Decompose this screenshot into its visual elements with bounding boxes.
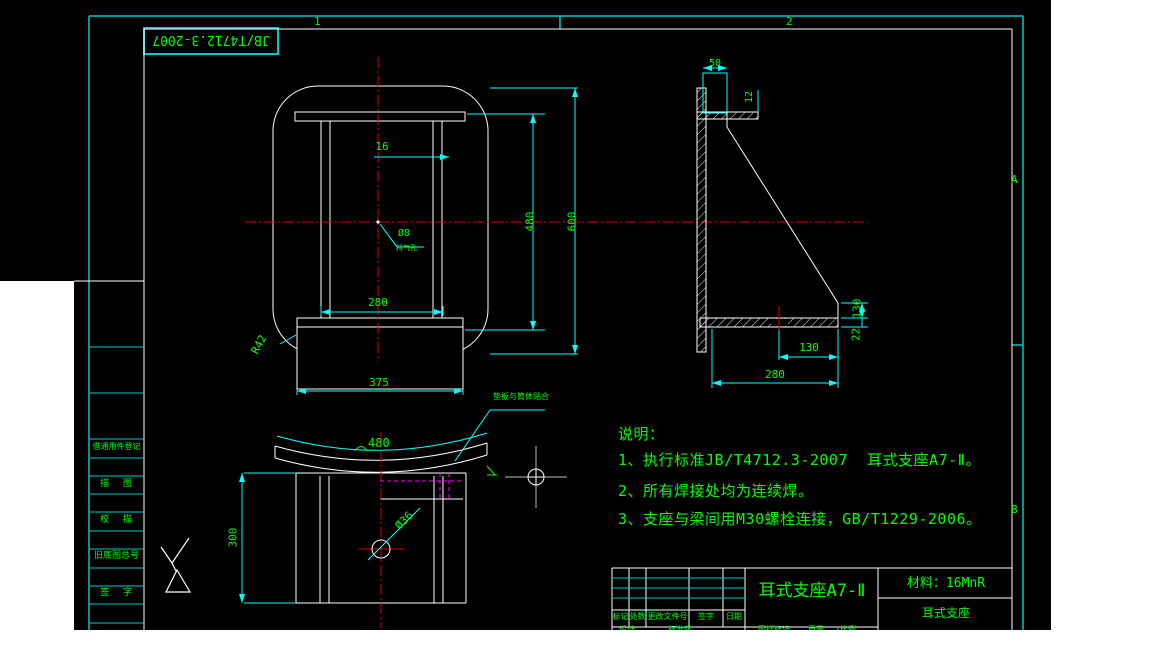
inner-frame	[74, 28, 1013, 630]
weld-mark	[486, 465, 497, 476]
notes-heading: 说明：	[618, 425, 665, 443]
dim-130-vertical: 130	[850, 298, 864, 319]
sidebar-old-drawing-no: 旧底图总号	[93, 551, 139, 561]
rev-header-docno: 更改文件号	[647, 612, 688, 621]
dim-480: 480	[523, 211, 537, 232]
rev-header-count: 处数	[629, 612, 646, 621]
zone-label-1: 1	[314, 15, 321, 28]
sidebar-borrow-record: 借通用件登记	[92, 442, 141, 451]
partial-scale: 比例	[840, 625, 856, 631]
dim-16: 16	[375, 140, 389, 153]
dim-12: 12	[744, 90, 755, 104]
sidebar-trace-check: 校 描	[100, 515, 133, 525]
partial-drawing-mark: 图样标记	[758, 625, 790, 631]
dim-22: 22	[849, 327, 863, 342]
bottom-view	[239, 409, 567, 628]
titleblock-part-title: 耳式支座A7-Ⅱ	[758, 581, 866, 601]
rev-header-mark: 标记	[612, 612, 629, 621]
partial-design: 设计	[619, 625, 635, 631]
partial-standard: 标准化	[668, 625, 692, 631]
roughness-symbol	[160, 537, 192, 593]
partial-weight: 重量	[808, 625, 824, 631]
zone-label-2: 2	[786, 15, 793, 28]
rev-header-sign: 签字	[698, 612, 714, 621]
sidebar-grid	[89, 346, 144, 624]
dim-300: 300	[226, 527, 240, 548]
titleblock-part-name: 耳式支座	[921, 606, 970, 620]
dim-600: 600	[565, 211, 579, 232]
title-block-grid	[611, 567, 1012, 630]
drawing-canvas[interactable]: 1 2 A B JB/T4712.3-2007 借通用件登记 描 图 校 描 旧…	[74, 0, 1051, 630]
dim-hole-dia8: Ø8	[398, 228, 411, 239]
side-view	[696, 65, 868, 388]
front-view	[245, 57, 868, 395]
titleblock-material: 材料：16MnR	[906, 576, 986, 591]
dim-130-horizontal: 130	[799, 341, 819, 354]
dim-375: 375	[369, 376, 389, 389]
dim-50: 50	[708, 58, 722, 69]
dim-arc-480: 480	[368, 436, 390, 450]
note-line-1: 1、执行标准JB/T4712.3-2007 耳式支座A7-Ⅱ。	[618, 451, 982, 469]
note-line-3: 3、支座与梁间用M30螺栓连接，GB/T1229-2006。	[618, 510, 982, 528]
zone-label-b: B	[1011, 503, 1018, 516]
zone-label-a: A	[1011, 173, 1018, 186]
standard-label: JB/T4712.3-2007	[152, 32, 270, 47]
center-target-symbol	[505, 446, 567, 508]
dim-280: 280	[368, 296, 388, 309]
rev-header-date: 日期	[726, 612, 742, 621]
dim-280-side: 280	[765, 368, 785, 381]
hole-note: 排气孔	[396, 244, 417, 252]
sidebar-tracing: 描 图	[100, 479, 133, 489]
canvas-left-panel	[0, 0, 74, 281]
pad-fit-note: 垫板与筒体贴合	[493, 392, 549, 401]
sidebar-signature: 签 字	[100, 588, 133, 598]
note-line-2: 2、所有焊接处均为连续焊。	[618, 482, 814, 500]
drawing-linework	[74, 15, 1024, 630]
